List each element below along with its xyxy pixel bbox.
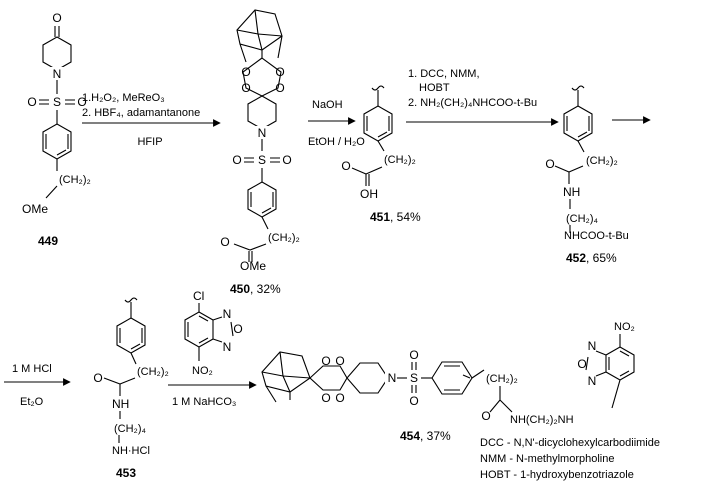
reaction-arrow-6: 1 M NaHCO₃ bbox=[168, 381, 257, 408]
compound-label: 452 bbox=[566, 251, 586, 265]
reaction-arrow-5: 1 M HCl Et₂O bbox=[4, 363, 71, 408]
atom-label: OH bbox=[360, 187, 378, 201]
chain-label: NHCOO-t-Bu bbox=[564, 230, 629, 242]
condition-text: 1.H₂O₂, MeReO₃ bbox=[82, 92, 165, 104]
condition-text: HOBT bbox=[419, 82, 450, 94]
abbreviation-legend: DCC - N,N'-dicyclohexylcarbodiimide NMM … bbox=[480, 437, 660, 481]
atom-label: S bbox=[410, 371, 418, 385]
atom-label: O bbox=[275, 81, 284, 95]
atom-label: O bbox=[233, 322, 242, 336]
legend-item: NMM - N-methylmorpholine bbox=[480, 453, 614, 465]
atom-label: O bbox=[321, 391, 330, 405]
atom-label: O bbox=[409, 394, 418, 408]
atom-label: O bbox=[335, 354, 344, 368]
atom-label: O bbox=[341, 159, 350, 173]
atom-label: O bbox=[241, 81, 250, 95]
chain-label: (CH₂)₂ bbox=[59, 174, 91, 186]
compound-label: 449 bbox=[38, 234, 58, 248]
atom-label: NH bbox=[112, 397, 129, 411]
compound-label: 451 bbox=[370, 210, 390, 224]
atom-label: NO₂ bbox=[614, 321, 635, 333]
compound-450: O O O O N S O O (CH₂)₂ O OMe 450 , 32% bbox=[220, 9, 300, 296]
atom-label: O bbox=[282, 153, 291, 167]
chain-label: (CH₂)₄ bbox=[566, 213, 598, 225]
yield-label: , 32% bbox=[250, 282, 281, 296]
reaction-arrow-1: 1.H₂O₂, MeReO₃ 2. HBF₄, adamantanone HFI… bbox=[82, 92, 221, 148]
reaction-arrow-2: NaOH EtOH / H₂O bbox=[308, 99, 365, 148]
chain-label: NH(CH₂)₂NH bbox=[510, 414, 574, 426]
atom-label: O bbox=[241, 65, 250, 79]
atom-label: NO₂ bbox=[192, 365, 213, 377]
condition-text: HFIP bbox=[137, 136, 162, 148]
chain-label: (CH₂)₂ bbox=[384, 154, 416, 166]
compound-454: O O O O N S O O (CH₂)₂ O NH(CH₂)₂NH NO₂ … bbox=[261, 321, 635, 443]
atom-label: NH bbox=[563, 185, 580, 199]
condition-text: EtOH / H₂O bbox=[308, 136, 365, 148]
condition-text: Et₂O bbox=[20, 396, 44, 408]
condition-text: 1 M NaHCO₃ bbox=[172, 396, 236, 408]
yield-label: , 54% bbox=[390, 210, 421, 224]
atom-label: O bbox=[232, 153, 241, 167]
condition-text: 2. HBF₄, adamantanone bbox=[82, 107, 200, 119]
atom-label: O bbox=[275, 65, 284, 79]
legend-item: DCC - N,N'-dicyclohexylcarbodiimide bbox=[480, 437, 660, 449]
atom-label: O bbox=[481, 409, 490, 423]
atom-label: N bbox=[588, 339, 597, 353]
atom-label: O bbox=[335, 391, 344, 405]
compound-label: 454 bbox=[400, 429, 420, 443]
chain-label: (CH₂)₂ bbox=[486, 373, 518, 385]
atom-label: S bbox=[53, 95, 61, 109]
atom-label: Cl bbox=[193, 289, 204, 303]
compound-label: 453 bbox=[116, 466, 136, 480]
atom-label: N bbox=[388, 371, 397, 385]
atom-label: N bbox=[53, 67, 62, 81]
condition-text: NaOH bbox=[312, 99, 343, 111]
compound-452: (CH₂)₂ O NH (CH₂)₄ NHCOO-t-Bu 452 , 65% bbox=[545, 85, 629, 265]
atom-label: O bbox=[52, 11, 61, 25]
condition-text: 1. DCC, NMM, bbox=[408, 68, 480, 80]
reagent-nbd-cl: Cl N O N NO₂ bbox=[184, 289, 243, 377]
atom-label: N bbox=[223, 340, 232, 354]
atom-label: N bbox=[588, 374, 597, 388]
atom-label: O bbox=[93, 371, 102, 385]
chain-label: NH·HCl bbox=[112, 445, 150, 457]
chain-label: (CH₂)₂ bbox=[586, 155, 618, 167]
atom-label: OMe bbox=[22, 202, 48, 216]
atom-label: O bbox=[409, 348, 418, 362]
atom-label: O bbox=[577, 357, 586, 371]
atom-label: O bbox=[220, 235, 229, 249]
legend-item: HOBT - 1-hydroxybenzotriazole bbox=[480, 469, 634, 481]
atom-label: N bbox=[223, 307, 232, 321]
condition-text: 2. NH₂(CH₂)₄NHCOO-t-Bu bbox=[408, 97, 537, 109]
chain-label: (CH₂)₄ bbox=[114, 423, 146, 435]
atom-label: S bbox=[258, 153, 266, 167]
atom-label: OMe bbox=[240, 259, 266, 273]
atom-label: N bbox=[258, 126, 267, 140]
atom-label: O bbox=[545, 157, 554, 171]
chain-label: (CH₂)₂ bbox=[268, 232, 300, 244]
compound-label: 450 bbox=[230, 282, 250, 296]
yield-label: , 65% bbox=[586, 251, 617, 265]
chain-label: (CH₂)₂ bbox=[137, 366, 169, 378]
condition-text: 1 M HCl bbox=[12, 363, 52, 375]
reaction-arrow-3: 1. DCC, NMM, HOBT 2. NH₂(CH₂)₄NHCOO-t-Bu bbox=[406, 68, 559, 126]
compound-453: (CH₂)₂ O NH (CH₂)₄ NH·HCl 453 bbox=[93, 297, 169, 480]
atom-label: O bbox=[77, 95, 86, 109]
atom-label: O bbox=[321, 354, 330, 368]
compound-451: (CH₂)₂ O OH 451 , 54% bbox=[341, 85, 421, 224]
atom-label: O bbox=[27, 95, 36, 109]
compound-449: O N S O O (CH₂)₂ OMe 449 bbox=[22, 11, 91, 248]
yield-label: , 37% bbox=[420, 429, 451, 443]
